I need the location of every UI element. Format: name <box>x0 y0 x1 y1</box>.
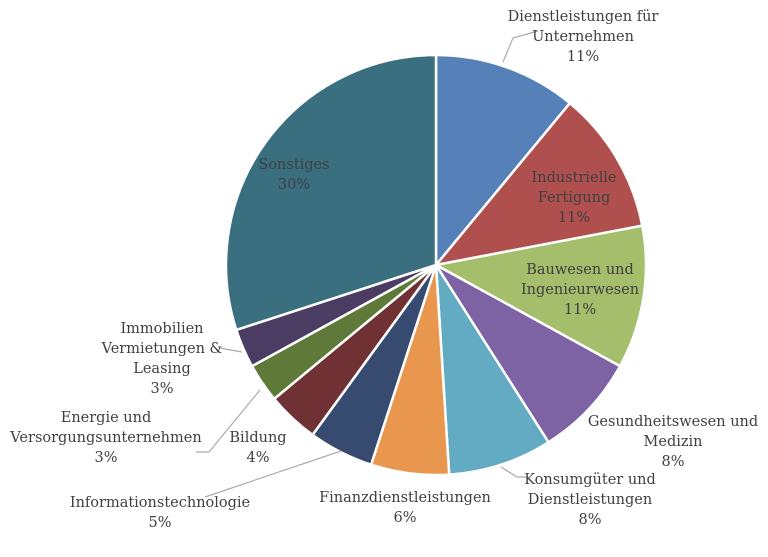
pie-slice-10[interactable] <box>224 53 438 332</box>
leader-line-8 <box>196 389 261 453</box>
leader-line-9 <box>218 347 243 353</box>
leader-line-6 <box>204 450 342 498</box>
pie-slice-1[interactable] <box>434 101 644 267</box>
pie-slice-3[interactable] <box>434 263 622 444</box>
pie-slice-2[interactable] <box>434 224 648 368</box>
leader-line-4 <box>500 466 528 478</box>
pie-slice-4[interactable] <box>434 263 550 476</box>
leader-line-0 <box>502 30 539 63</box>
pie-slice-0[interactable] <box>434 53 572 267</box>
